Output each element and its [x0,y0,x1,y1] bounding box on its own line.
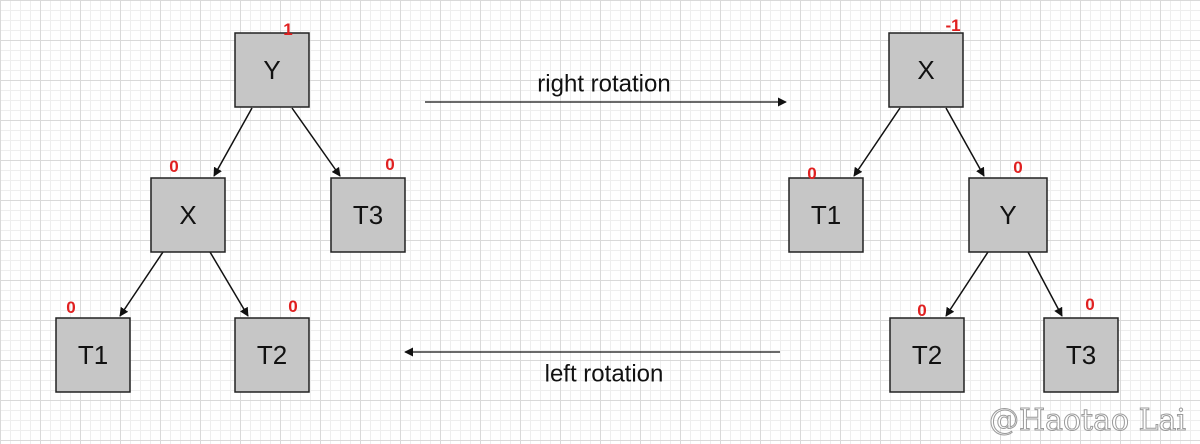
left-node-x: X 0 [150,157,226,253]
right-rotation-operation: right rotation [425,71,787,107]
right-node-t3-label: T3 [1066,340,1096,370]
left-node-t3-label: T3 [353,200,383,230]
right-rotation-label: right rotation [537,71,670,98]
left-node-y-balance: 1 [283,20,292,39]
left-edge-x-t1 [119,251,164,317]
right-edge-x-y [945,107,985,177]
left-edge-y-x [213,107,253,177]
right-node-t1: T1 0 [788,164,864,253]
left-node-t2-balance: 0 [288,297,297,316]
right-node-y: Y 0 [968,158,1048,253]
right-node-x-label: X [917,55,934,85]
right-node-x: X -1 [888,16,964,108]
watermark: @Haotao Lai [989,403,1186,438]
right-node-t1-label: T1 [811,200,841,230]
left-node-t1-label: T1 [78,340,108,370]
left-edge-y-t3 [291,107,341,177]
right-node-t2-balance: 0 [917,301,926,320]
right-tree: X -1 T1 0 Y 0 T2 0 T3 0 [788,16,1119,393]
left-node-x-balance: 0 [169,157,178,176]
left-rotation-label: left rotation [545,361,664,388]
right-node-t3: T3 0 [1043,295,1119,393]
left-node-t1: T1 0 [55,298,131,393]
left-node-y: Y 1 [234,20,310,108]
right-node-y-balance: 0 [1013,158,1022,177]
right-node-y-label: Y [999,200,1016,230]
left-rotation-operation: left rotation [404,347,780,388]
right-node-t2: T2 0 [889,301,965,393]
right-edge-y-t3 [1027,251,1063,317]
right-edge-x-t1 [853,107,901,177]
left-edge-x-t2 [209,251,249,317]
left-node-y-label: Y [263,55,280,85]
left-node-t3-balance: 0 [385,155,394,174]
left-node-x-label: X [179,200,196,230]
left-node-t1-balance: 0 [66,298,75,317]
right-edge-y-t2 [945,251,989,317]
right-node-t3-balance: 0 [1085,295,1094,314]
right-node-x-balance: -1 [945,16,960,35]
right-node-t2-label: T2 [912,340,942,370]
right-node-t1-balance: 0 [807,164,816,183]
left-tree: Y 1 X 0 T3 0 T1 0 T2 0 [55,20,406,393]
left-node-t2-label: T2 [257,340,287,370]
left-node-t3: T3 0 [330,155,406,253]
left-node-t2: T2 0 [234,297,310,393]
